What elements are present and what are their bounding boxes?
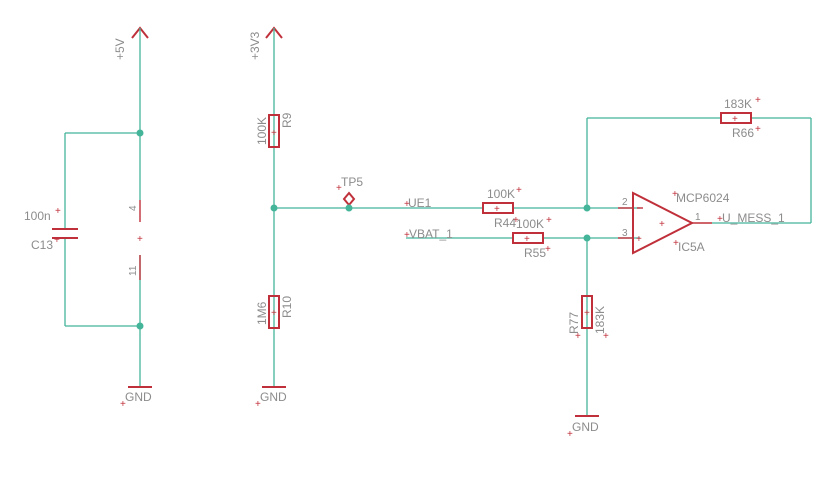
- feedback-network: + 183K + R66 +: [586, 95, 812, 223]
- svg-text:+: +: [516, 185, 522, 196]
- r55-ref: R55: [524, 246, 546, 260]
- pin-3-label: 3: [622, 228, 628, 239]
- svg-text:+: +: [55, 206, 61, 217]
- power-label-5v: +5V: [113, 38, 127, 60]
- r9-value: 100K: [255, 117, 269, 145]
- gnd-label: GND: [572, 420, 599, 434]
- svg-text:+: +: [54, 235, 60, 246]
- resistor-r44: [482, 202, 514, 214]
- svg-text:+: +: [732, 114, 738, 125]
- c13-ref: C13: [31, 238, 53, 252]
- opamp-triangle-icon: [632, 191, 695, 255]
- pin-4-label: 4: [128, 205, 139, 211]
- test-point-tp5-icon: [342, 191, 356, 207]
- svg-text:+: +: [404, 199, 410, 210]
- svg-text:+: +: [546, 215, 552, 226]
- net-label-vbat: VBAT_1: [409, 227, 453, 241]
- r55-value: 100K: [516, 217, 544, 231]
- svg-text:+: +: [672, 189, 678, 200]
- r66-ref: R66: [732, 126, 754, 140]
- opamp-ref: IC5A: [678, 240, 705, 254]
- svg-text:+: +: [120, 399, 126, 410]
- svg-text:+: +: [603, 331, 609, 342]
- r66-value: 183K: [724, 97, 752, 111]
- svg-text:+: +: [271, 308, 277, 319]
- pin-11-label: 11: [128, 265, 139, 276]
- resistor-r10: [268, 295, 280, 329]
- svg-text:+: +: [567, 429, 573, 440]
- svg-text:+: +: [336, 183, 342, 194]
- r44-value: 100K: [487, 187, 515, 201]
- r9-ref: R9: [280, 112, 294, 128]
- reference-network: VBAT_1 + + 100K + R55 + + R77 + 183K + G…: [404, 215, 640, 440]
- tp5-label: TP5: [341, 175, 363, 189]
- svg-text:+: +: [755, 124, 761, 135]
- svg-text:+: +: [524, 234, 530, 245]
- svg-text:+: +: [545, 244, 551, 255]
- junction: [345, 204, 353, 212]
- svg-text:+: +: [255, 399, 261, 410]
- resistor-r55: [512, 232, 544, 244]
- r10-ref: R10: [280, 296, 294, 318]
- opamp-ic5a: 2 3 1 + + MCP6024 + IC5A + U_MESS_1 +: [618, 189, 811, 255]
- power-label-3v3: +3V3: [248, 31, 262, 60]
- input-network: TP5 + UE1 + + 100K + R44 +: [274, 175, 640, 230]
- resistor-r77: [581, 295, 593, 329]
- opamp-value: MCP6024: [676, 191, 730, 205]
- svg-text:+: +: [755, 95, 761, 106]
- svg-text:+: +: [513, 215, 519, 226]
- svg-text:+: +: [584, 308, 590, 319]
- c13-value: 100n: [24, 209, 51, 223]
- r10-value: 1M6: [255, 301, 269, 325]
- resistor-r9: [268, 114, 280, 148]
- r77-value: 183K: [593, 306, 607, 334]
- supply-section: +5V 4 11 + 100n + C13 + GND +: [24, 26, 152, 410]
- svg-text:+: +: [494, 204, 500, 215]
- svg-text:+: +: [271, 128, 277, 139]
- svg-text:+: +: [575, 331, 581, 342]
- divider-section: +3V3 + 100K R9 + 1M6 R10 GND +: [248, 26, 294, 410]
- net-label-ue1: UE1: [408, 196, 432, 210]
- pin-1-label: 1: [695, 212, 701, 223]
- svg-text:+: +: [659, 219, 665, 230]
- resistor-r66: [720, 112, 752, 124]
- plus-sign: +: [636, 234, 642, 245]
- svg-text:+: +: [404, 230, 410, 241]
- svg-text:+: +: [717, 214, 723, 225]
- svg-text:+: +: [673, 238, 679, 249]
- r44-ref: R44: [494, 216, 516, 230]
- r77-ref: R77: [567, 312, 581, 334]
- gnd-label: GND: [125, 390, 152, 404]
- net-label-umess: U_MESS_1: [722, 211, 785, 225]
- plus-marker: +: [137, 234, 143, 245]
- pin-2-label: 2: [622, 197, 628, 208]
- gnd-label: GND: [260, 390, 287, 404]
